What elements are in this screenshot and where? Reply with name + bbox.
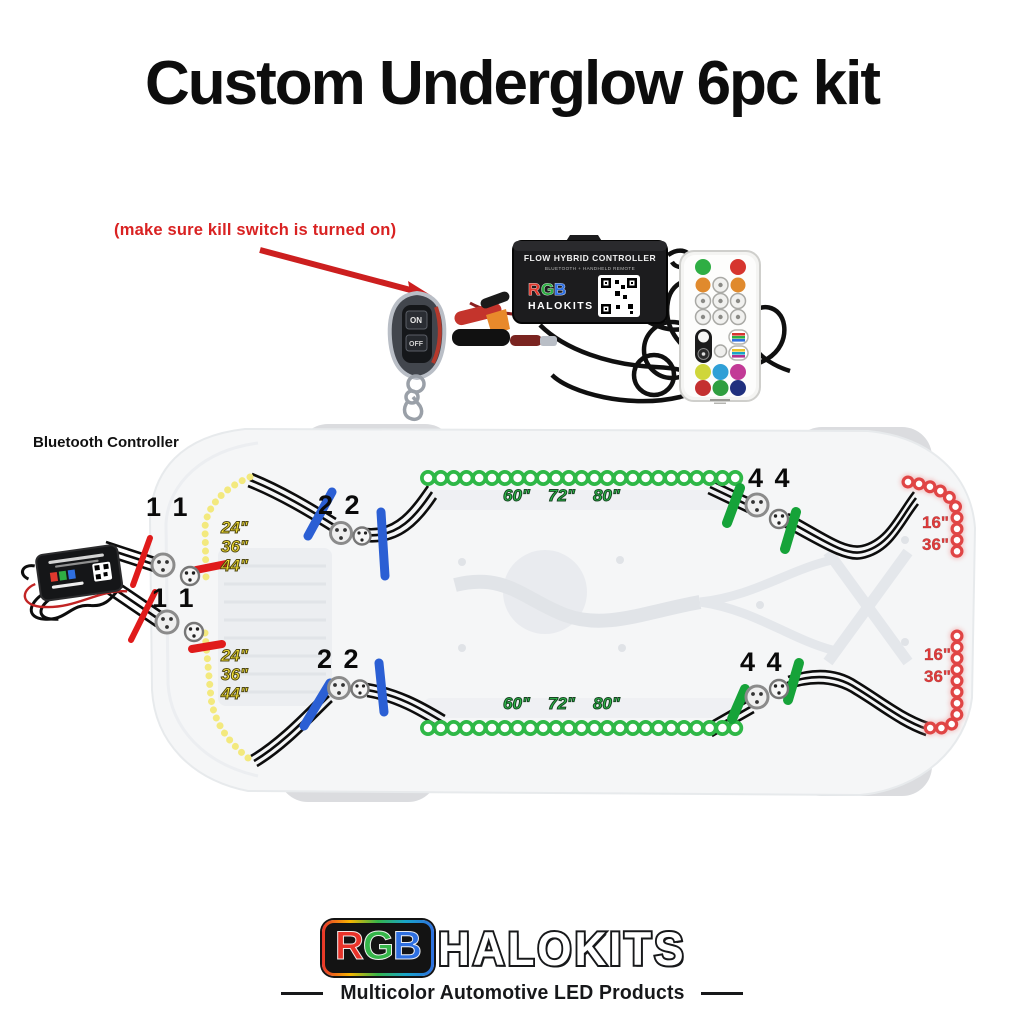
car-underside-ghost <box>148 424 977 802</box>
svg-text:R: R <box>528 280 540 299</box>
car-internals <box>218 490 913 718</box>
tagline-dash-right <box>701 992 744 995</box>
page-title: Custom Underglow 6pc kit <box>145 49 881 118</box>
rear-sizes-bottom: 16"36" <box>924 645 951 686</box>
connector-pair-mid-bottom <box>327 676 370 700</box>
connector-pair-rear-top <box>744 492 790 530</box>
underglow-diagram <box>20 424 977 802</box>
zone-label-rear-bottom: 4 4 <box>740 647 784 677</box>
blue-bar-bottom-b <box>374 658 389 717</box>
controller-title: FLOW HYBRID CONTROLLER <box>524 253 656 263</box>
connector-pair-front-top <box>150 552 201 587</box>
green-bar-bottom-b <box>783 658 804 705</box>
green-bar-bottom-a <box>727 684 750 724</box>
zone-label-front-bottom: 1 1 <box>152 583 196 613</box>
blue-bar-top-b <box>376 507 390 581</box>
bundle-frontstrip-to-mid-top <box>247 472 337 533</box>
flow-hybrid-controller-photo: FLOW HYBRID CONTROLLER BLUETOOTH + HANDH… <box>452 235 791 404</box>
brand-logo: R G B HALOKITS Multicolor Automotive LED… <box>0 920 1024 1005</box>
bundle-mid-to-side-top <box>365 485 438 543</box>
power-leads <box>452 291 557 346</box>
front-strip-top <box>201 473 254 581</box>
blue-bar-bottom-a <box>299 678 335 731</box>
rear-strip-top <box>900 474 965 566</box>
brand-tagline: Multicolor Automotive LED Products <box>339 982 685 1004</box>
fob-off-button: OFF <box>409 341 424 348</box>
red-bar-front-top <box>192 560 230 574</box>
zone-label-front-top: 1 1 <box>146 492 190 522</box>
kill-switch-remote-fob: ON OFF <box>387 290 447 422</box>
bluetooth-controller-mini <box>20 544 128 621</box>
front-sizes-top: 24"36"44" <box>221 518 249 576</box>
blue-bar-top-a <box>303 487 337 541</box>
front-strip-bottom <box>201 629 256 765</box>
tagline-dash-left <box>280 992 323 995</box>
red-slash-top <box>130 535 153 588</box>
rear-strip-bottom <box>916 628 965 737</box>
zone-label-mid-bottom: 2 2 <box>317 644 361 674</box>
handheld-remote <box>679 250 761 404</box>
connector-pair-rear-bottom <box>744 678 790 710</box>
svg-text:B: B <box>554 280 566 299</box>
red-bar-front-bottom <box>188 640 226 653</box>
halokits-wordmark: HALOKITS <box>436 921 687 975</box>
fob-clasp <box>402 395 424 422</box>
kill-switch-note: (make sure kill switch is turned on) <box>114 221 397 239</box>
zone-label-mid-top: 2 2 <box>318 490 362 520</box>
bluetooth-controller-label: Bluetooth Controller <box>33 434 179 451</box>
rainbow-buttons <box>728 329 749 361</box>
controller-subtitle: BLUETOOTH + HANDHELD REMOTE <box>545 266 635 271</box>
remote-buttons <box>694 259 749 396</box>
zone-label-rear-top: 4 4 <box>748 463 792 493</box>
qr-code <box>598 275 640 317</box>
green-bar-top-b <box>780 507 801 554</box>
fob-on-button: ON <box>410 316 422 325</box>
green-bar-top-a <box>722 483 745 528</box>
controller-rgb-logo: R G B <box>528 280 567 300</box>
connector-pair-front-bottom <box>154 609 205 643</box>
side-sizes-bottom: 60"72"80" <box>503 694 621 714</box>
controller-box: FLOW HYBRID CONTROLLER BLUETOOTH + HANDH… <box>512 235 668 324</box>
red-slash-bottom <box>128 589 158 643</box>
rgb-logo-plate: R G B <box>322 920 434 976</box>
controller-halokits: HALOKITS <box>528 300 594 312</box>
connector-pair-mid-top <box>329 521 372 546</box>
bundle-rear-to-redstrip-bottom <box>785 669 929 737</box>
bundle-rear-to-redstrip-top <box>783 491 920 560</box>
front-sizes-bottom: 24"36"44" <box>221 646 249 704</box>
marker-bars <box>128 483 804 731</box>
side-sizes-top: 60"72"80" <box>503 486 621 506</box>
brand-tagline-row: Multicolor Automotive LED Products <box>280 982 744 1005</box>
svg-text:G: G <box>541 280 554 299</box>
rear-sizes-top: 16"36" <box>922 513 949 554</box>
connectors <box>150 492 790 710</box>
